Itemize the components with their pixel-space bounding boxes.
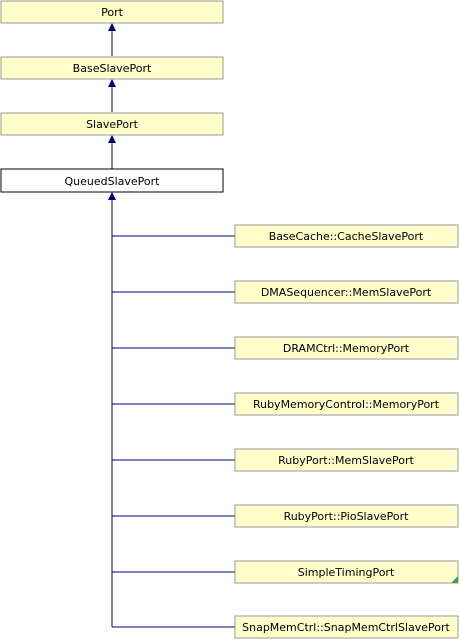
node-dmasequencer-memslaveport-box (234, 280, 459, 304)
node-rubyport-memslaveport[interactable]: RubyPort::MemSlavePort (234, 448, 459, 472)
node-snapmemctrl-snapmemctrlslaveport-label: SnapMemCtrl::SnapMemCtrlSlavePort (242, 621, 450, 634)
node-dramctrl-memoryport-box (234, 336, 459, 360)
node-rubymemorycontrol-memoryport[interactable]: RubyMemoryControl::MemoryPort (234, 392, 459, 416)
node-baseslaveport[interactable]: BaseSlavePort (0, 56, 224, 80)
node-baseslaveport-box (0, 56, 224, 80)
node-dramctrl-memoryport-label: DRAMCtrl::MemoryPort (283, 342, 410, 355)
node-basecache-cacheslaveport-box (234, 224, 459, 248)
node-dmasequencer-memslaveport-label: DMASequencer::MemSlavePort (261, 286, 432, 299)
node-rubymemorycontrol-memoryport-label: RubyMemoryControl::MemoryPort (253, 398, 440, 411)
node-simpletimingport[interactable]: SimpleTimingPort (234, 560, 459, 584)
node-simpletimingport-box (234, 560, 459, 584)
node-port[interactable]: Port (0, 0, 224, 24)
node-port-label: Port (101, 6, 123, 19)
node-rubyport-memslaveport-label: RubyPort::MemSlavePort (278, 454, 414, 467)
node-queuedslaveport-label: QueuedSlavePort (65, 175, 161, 188)
node-dramctrl-memoryport[interactable]: DRAMCtrl::MemoryPort (234, 336, 459, 360)
node-rubymemorycontrol-memoryport-box (234, 392, 459, 416)
node-basecache-cacheslaveport[interactable]: BaseCache::CacheSlavePort (234, 224, 459, 248)
node-snapmemctrl-snapmemctrlslaveport[interactable]: SnapMemCtrl::SnapMemCtrlSlavePort (234, 615, 459, 639)
node-rubyport-pioslaveport-label: RubyPort::PioSlavePort (284, 510, 410, 523)
node-queuedslaveport: QueuedSlavePort (0, 168, 224, 193)
node-baseslaveport-label: BaseSlavePort (73, 62, 152, 75)
node-slaveport[interactable]: SlavePort (0, 112, 224, 136)
node-basecache-cacheslaveport-label: BaseCache::CacheSlavePort (269, 230, 424, 243)
arrowhead-baseslaveport (108, 79, 116, 87)
node-slaveport-box (0, 112, 224, 136)
arrowhead-slaveport (108, 135, 116, 143)
node-rubyport-pioslaveport-box (234, 504, 459, 528)
node-dmasequencer-memslaveport[interactable]: DMASequencer::MemSlavePort (234, 280, 459, 304)
node-simpletimingport-label: SimpleTimingPort (298, 566, 395, 579)
node-rubyport-pioslaveport[interactable]: RubyPort::PioSlavePort (234, 504, 459, 528)
node-rubyport-memslaveport-box (234, 448, 459, 472)
node-port-box (0, 0, 224, 24)
node-queuedslaveport-box (0, 168, 224, 193)
more-subclasses-fold-icon (451, 576, 458, 583)
node-snapmemctrl-snapmemctrlslaveport-box (234, 615, 459, 639)
arrowhead-port (108, 23, 116, 31)
arrowhead-queuedslaveport (108, 192, 116, 200)
node-slaveport-label: SlavePort (86, 118, 139, 131)
